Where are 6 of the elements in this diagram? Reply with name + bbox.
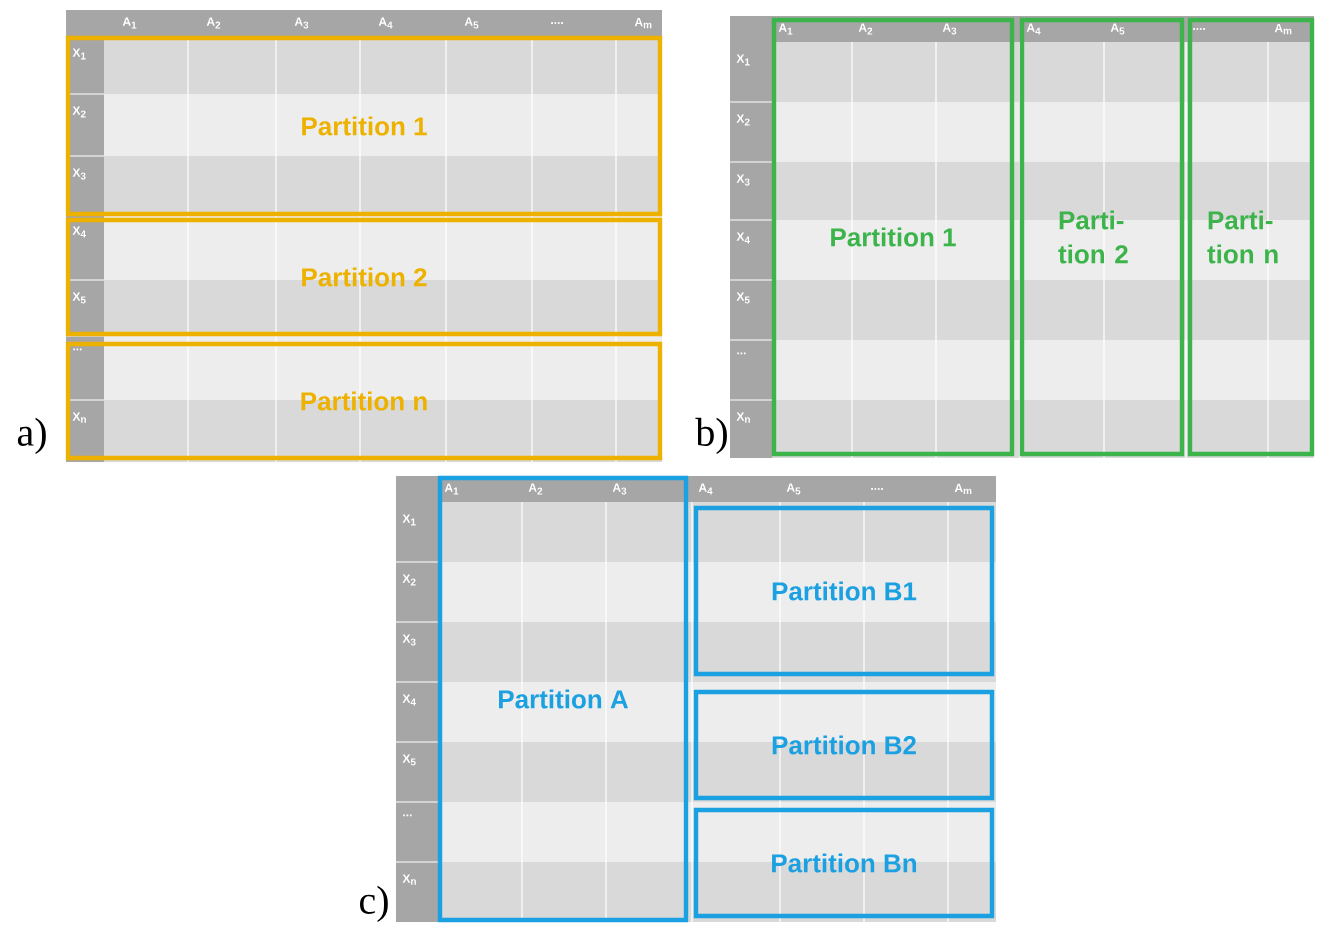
partition-box: Partition B2 (693, 689, 995, 801)
partition-box: Partition B1 (693, 505, 995, 677)
panel-label: a) (17, 417, 46, 455)
panel-label: c) (360, 885, 388, 923)
panel-label: b) (695, 417, 727, 455)
partition-box: Partition Bn (693, 807, 995, 919)
